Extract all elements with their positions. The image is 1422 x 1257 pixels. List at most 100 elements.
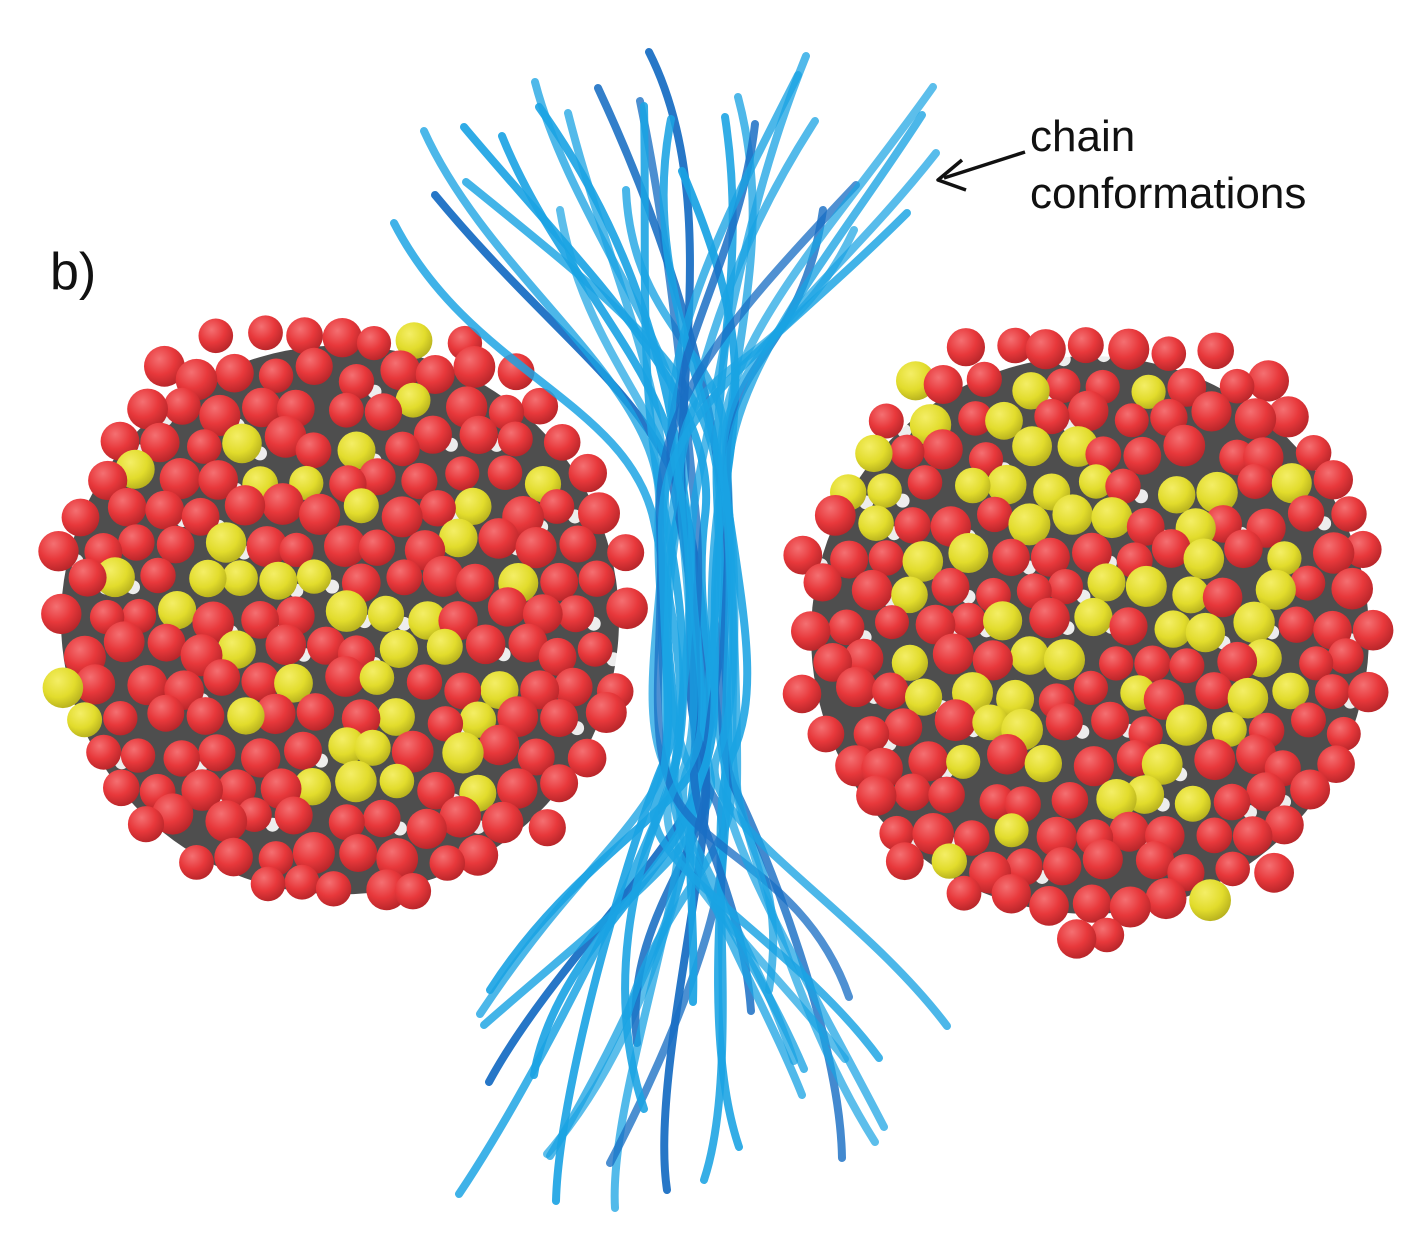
ligand-bead [1154,610,1192,648]
ligand-bead [1078,464,1114,499]
surface-bead [889,434,925,470]
surface-bead [295,432,332,469]
ligand-bead [95,557,135,598]
surface-bead [884,708,923,747]
surface-bead [1089,917,1125,953]
surface-bead [553,667,593,707]
surface-bead [394,873,432,910]
surface-bead [1072,884,1111,923]
surface-bead [1237,463,1273,499]
surface-bead [338,364,375,400]
surface-bead [1317,745,1355,783]
surface-bead [487,455,523,491]
surface-bead [248,315,283,351]
surface-bead [406,808,447,850]
surface-bead [987,734,1028,775]
surface-bead [520,670,560,710]
nanoparticle-left [38,315,648,911]
ligand-bead [426,628,463,665]
ligand-bead [1196,471,1238,514]
chain-conformations-label: chain conformations [1030,108,1306,222]
surface-bead [439,796,482,838]
ligand-bead [395,382,431,418]
surface-bead [1091,701,1130,740]
surface-bead [284,864,320,900]
surface-bead [445,456,480,491]
ligand-bead [946,744,981,779]
surface-bead [1123,436,1162,475]
surface-bead [198,318,234,354]
ligand-bead [955,467,991,504]
surface-bead [103,769,140,807]
surface-bead [578,492,620,535]
surface-bead [528,809,566,847]
surface-bead [1067,390,1109,432]
surface-bead [1264,805,1304,845]
surface-bead [813,643,853,682]
surface-bead [107,487,147,527]
surface-bead [934,699,977,742]
ligand-bead [442,732,484,774]
ligand-bead [1189,879,1231,922]
surface-bead [386,559,423,596]
surface-bead [415,355,455,394]
ligand-bead [931,843,967,879]
surface-bead [88,460,128,501]
surface-bead [1247,360,1289,402]
surface-bead [75,664,116,705]
ligand-bead [1227,677,1269,719]
surface-bead [791,611,831,651]
surface-bead [356,326,392,361]
surface-bead [585,692,627,733]
surface-bead [557,595,595,633]
surface-bead [1045,368,1081,404]
ligand-bead [855,434,893,473]
surface-bead [417,771,455,810]
surface-bead [1109,811,1150,852]
surface-bead [241,662,280,701]
surface-bead [966,361,1002,397]
surface-bead [324,525,366,567]
nanoparticle-right [782,327,1399,959]
surface-bead [265,624,307,666]
surface-bead [893,773,932,811]
ligand-bead [1096,779,1137,820]
ligand-bead [1012,426,1052,467]
surface-bead [992,538,1030,577]
surface-bead [181,497,220,536]
surface-bead [140,422,180,463]
surface-bead [381,496,423,538]
surface-bead [246,526,288,568]
ligand-bead [189,559,227,598]
surface-bead [192,601,234,644]
ligand-bead [296,559,332,594]
ligand-bead [293,768,332,806]
surface-bead [540,562,579,601]
surface-bead [1085,436,1122,473]
ligand-bead [1131,374,1166,409]
surface-bead [261,483,304,525]
surface-bead [127,806,165,843]
surface-bead [606,587,648,630]
surface-bead [508,623,548,663]
ligand-bead [996,679,1035,718]
surface-bead [540,764,579,803]
surface-bead [814,495,856,536]
surface-bead [1073,746,1114,787]
surface-bead [568,453,607,493]
surface-bead [478,724,520,766]
ligand-bead [1172,576,1210,614]
ligand-bead [985,401,1023,440]
surface-bead [241,601,279,639]
surface-bead [315,871,352,907]
surface-bead [487,587,528,627]
surface-bead [1082,839,1123,880]
ligand-bead [67,702,103,738]
surface-bead [950,602,987,638]
surface-bead [946,875,982,911]
surface-bead [997,327,1033,364]
ligand-bead [891,576,928,614]
surface-bead [242,387,282,428]
surface-bead [103,621,145,663]
